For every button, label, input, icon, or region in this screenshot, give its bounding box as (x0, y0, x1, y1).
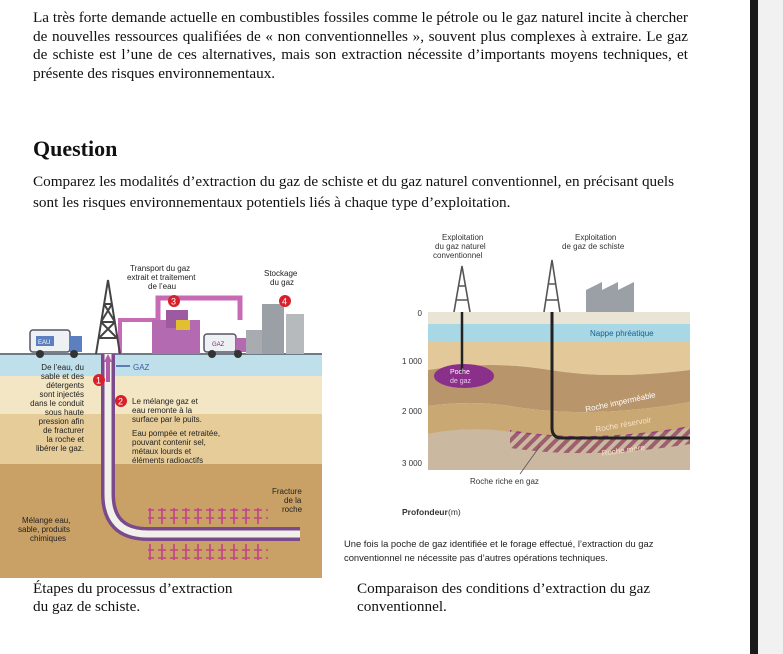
inject-text-7: pression afin (39, 417, 84, 426)
svg-text:4: 4 (282, 297, 287, 307)
truck-gaz-tag: GAZ (212, 342, 225, 348)
gas-pocket (434, 364, 494, 388)
intro-paragraph: La très forte demande actuelle en combus… (33, 9, 688, 82)
mixture-text-2: sable, produits (18, 525, 70, 534)
depth-3000: 3 000 (402, 459, 423, 468)
depth-0: 0 (418, 309, 423, 318)
shale-title-2: de gaz de schiste (562, 242, 625, 251)
stockage-label-2: du gaz (270, 278, 294, 287)
factory-icon (586, 282, 634, 312)
step-badge-3: 3 (168, 295, 180, 307)
inject-text-1: De l’eau, du (41, 363, 84, 372)
profondeur-label: Profondeur (402, 507, 448, 517)
water-text-2: pouvant contenir sel, (132, 438, 206, 447)
inject-text-10: libérer le gaz. (36, 444, 84, 453)
conventional-derrick-icon (453, 265, 471, 313)
poche-label-2: de gaz (450, 378, 472, 385)
fracture-text-3: roche (282, 505, 303, 514)
poche-label-1: Poche (450, 369, 470, 376)
page-edge-bar (750, 0, 758, 654)
storage-tanks (262, 304, 284, 354)
caption-right: Comparaison des conditions d’extraction … (357, 580, 650, 616)
gas-arrow-label: GAZ (133, 363, 150, 372)
inject-text-9: la roche et (47, 435, 85, 444)
viewer-gutter (758, 0, 783, 654)
depth-2000: 2 000 (402, 407, 423, 416)
conventional-vs-shale-diagram: Exploitation du gaz naturel conventionne… (402, 233, 690, 517)
fracture-text-1: Fracture (272, 487, 302, 496)
transport-label-2: extrait et traitement (127, 273, 196, 282)
shale-gas-extraction-diagram: EAU GAZ GAZ 1 2 3 4 Transport du gaz ext… (0, 258, 322, 578)
derrick-icon (95, 279, 121, 355)
water-truck-icon (29, 329, 82, 358)
step-badge-2: 2 (115, 395, 127, 407)
fracture-zone-upper (148, 508, 268, 524)
inject-text-5: dans le conduit (30, 399, 85, 408)
stockage-label-1: Stockage (264, 269, 298, 278)
svg-text:3: 3 (171, 297, 176, 307)
conv-title-2: du gaz naturel (435, 242, 486, 251)
question-text: Comparez les modalités d’extraction du g… (33, 173, 675, 211)
shale-derrick-icon (543, 259, 561, 313)
inject-text-2: sable et des (41, 372, 84, 381)
fracture-text-2: de la (284, 496, 302, 505)
mixture-text-1: Mélange eau, (22, 516, 70, 525)
conv-title-3: conventionnel (433, 251, 483, 260)
question-title: Question (33, 136, 118, 161)
gas-truck-icon (203, 333, 246, 358)
caption-right-line-1: Comparaison des conditions d’extraction … (357, 580, 651, 597)
transport-label-3: de l’eau (148, 282, 176, 291)
step-badge-1: 1 (93, 374, 105, 386)
step-badge-4: 4 (279, 295, 291, 307)
nappe-label: Nappe phréatique (590, 329, 654, 338)
truck-eau-tag: EAU (38, 340, 50, 346)
mixture-text-3: chimiques (30, 534, 66, 543)
mix-text-3: surface par le puits. (132, 415, 202, 424)
water-text-4: éléments radioactifs (132, 456, 203, 465)
shale-title-1: Exploitation (575, 233, 616, 242)
water-text-1: Eau pompée et retraitée, (132, 429, 220, 438)
caption-left-line-2: du gaz de schiste. (33, 598, 141, 615)
caption-right-line-2: conventionnel. (357, 598, 447, 615)
svg-text:2: 2 (118, 397, 123, 407)
inject-text-8: de fracturer (43, 426, 84, 435)
fracture-zone-lower (148, 544, 268, 560)
figure-note-line-2: conventionnel ne nécessite pas d’autres … (344, 552, 608, 563)
figure-note-line-1: Une fois la poche de gaz identifiée et l… (344, 538, 654, 549)
inject-text-6: sous haute (45, 408, 85, 417)
inject-text-3: détergents (46, 381, 84, 390)
document-page: La très forte demande actuelle en combus… (0, 9, 690, 616)
mix-text-1: Le mélange gaz et (132, 397, 199, 406)
caption-left: Étapes du processus d’extraction du gaz … (33, 580, 232, 616)
transport-label-1: Transport du gaz (130, 264, 190, 273)
figure-note: Une fois la poche de gaz identifiée et l… (344, 537, 653, 565)
conv-title-1: Exploitation (442, 233, 483, 242)
roche-riche-label: Roche riche en gaz (470, 477, 539, 486)
svg-text:1: 1 (96, 376, 101, 386)
inject-text-4: sont injectés (40, 390, 84, 399)
water-text-3: métaux lourds et (132, 447, 192, 456)
depth-1000: 1 000 (402, 357, 423, 366)
profondeur-unit: (m) (448, 507, 461, 517)
caption-left-line-1: Étapes du processus d’extraction (33, 580, 233, 597)
mix-text-2: eau remonte à la (132, 406, 193, 415)
